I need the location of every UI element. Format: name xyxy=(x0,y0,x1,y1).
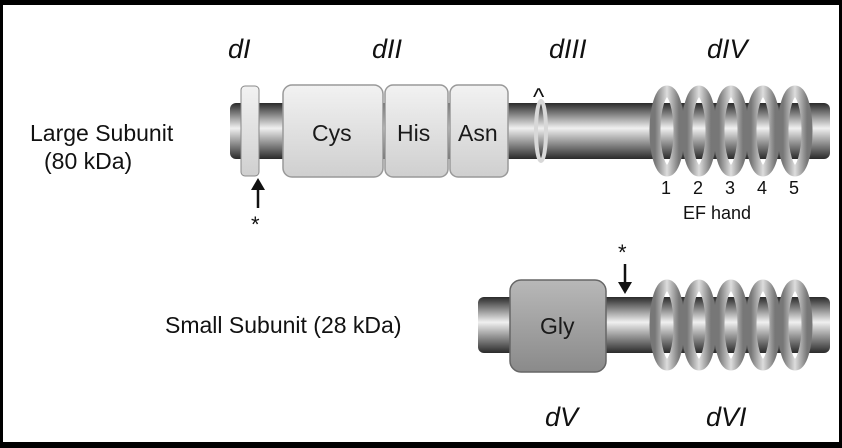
small-ef-ring-5 xyxy=(777,279,813,371)
small-ef-ring-2 xyxy=(681,279,717,371)
asn-box xyxy=(449,84,509,178)
ef-ring-5 xyxy=(777,85,813,177)
cys-label: Cys xyxy=(312,120,352,146)
small-cleavage-asterisk: * xyxy=(618,240,627,265)
ef-number-5: 5 xyxy=(789,178,799,198)
ef-number-2: 2 xyxy=(693,178,703,198)
small-ef-ring-3 xyxy=(713,279,749,371)
domain-label-d6: dVI xyxy=(706,402,747,432)
ef-ring-3 xyxy=(713,85,749,177)
ef-ring-2 xyxy=(681,85,717,177)
caret-marker: ^ xyxy=(533,84,545,111)
small-ef-hands xyxy=(649,279,813,371)
gly-label: Gly xyxy=(540,313,575,339)
large-ef-hands xyxy=(649,85,813,177)
ef-hand-label: EF hand xyxy=(683,203,751,223)
domain-i-segment xyxy=(240,85,260,177)
large-subunit-mass: (80 kDa) xyxy=(44,148,132,174)
ef-number-4: 4 xyxy=(757,178,767,198)
domain-label-d1: dI xyxy=(228,34,251,64)
his-label: His xyxy=(397,120,430,146)
small-subunit-label: Small Subunit (28 kDa) xyxy=(165,312,402,338)
large-cleavage-asterisk: * xyxy=(251,212,260,237)
domain-label-d2: dII xyxy=(372,34,403,64)
small-ef-ring-1 xyxy=(649,279,685,371)
small-ef-ring-4 xyxy=(745,279,781,371)
large-cleavage-arrow xyxy=(251,178,265,208)
gly-box xyxy=(509,279,607,373)
domain-label-d3: dIII xyxy=(549,34,587,64)
domain-iii-ring xyxy=(534,99,548,163)
cys-box xyxy=(282,84,384,178)
ef-number-1: 1 xyxy=(661,178,671,198)
domain-label-d4: dIV xyxy=(707,34,751,64)
ef-number-3: 3 xyxy=(725,178,735,198)
ef-ring-4 xyxy=(745,85,781,177)
ef-ring-1 xyxy=(649,85,685,177)
domain-label-d5: dV xyxy=(545,402,581,432)
small-cleavage-arrow xyxy=(618,264,632,294)
asn-label: Asn xyxy=(458,120,498,146)
large-subunit-label: Large Subunit xyxy=(30,120,174,146)
his-box xyxy=(384,84,449,178)
